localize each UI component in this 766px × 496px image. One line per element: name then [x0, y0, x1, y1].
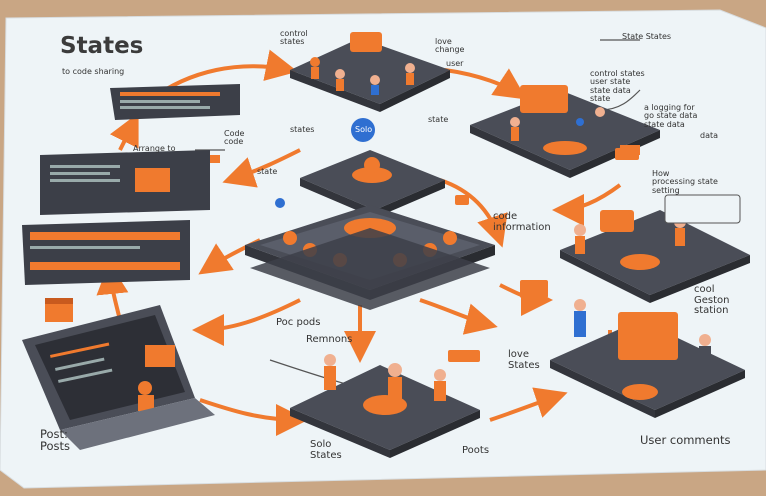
platform-center-top	[300, 150, 445, 218]
platform-right-low	[550, 299, 745, 418]
label-center-mid: Poc pods	[276, 317, 321, 328]
left-screen-top	[110, 84, 240, 120]
cube-icon	[45, 298, 73, 322]
platform-top-right	[470, 85, 660, 178]
label-bottom-right: User comments	[640, 433, 731, 447]
label-bottom-center: Solo States	[310, 439, 342, 461]
label-right-mid-small: data	[700, 131, 719, 140]
left-screen-low	[22, 220, 190, 285]
platform-top-center	[290, 32, 450, 112]
label-center-pill: Solo	[355, 125, 373, 134]
label-states-mid: states	[290, 125, 315, 134]
label-right-lower: cool Geston station	[694, 284, 730, 316]
left-screen-mid	[40, 150, 210, 215]
label-top-center-small: user	[446, 59, 464, 68]
platform-bottom-center	[290, 354, 480, 458]
label-left-mid-2: Code code	[224, 129, 245, 147]
label-state-right: state	[428, 115, 449, 124]
small-bubbles	[210, 118, 640, 362]
platform-center-base	[250, 228, 490, 310]
label-bottom-left: Post: Posts	[40, 427, 71, 454]
label-right-mid: How processing state setting	[652, 169, 718, 195]
label-bottom-center-right: Poots	[462, 445, 490, 456]
platform-right-mid	[560, 194, 750, 303]
diagram-title: States	[60, 33, 144, 59]
label-top-left: to code sharing	[62, 67, 125, 76]
label-top-center-right: love change	[435, 37, 465, 55]
label-center-low: Remnons	[306, 334, 353, 345]
label-right-panel-2: a logging for go state data state data	[644, 103, 698, 129]
label-center-right: code information	[493, 211, 551, 233]
label-center-right-low: love States	[508, 349, 540, 371]
laptop-illustration	[22, 305, 215, 450]
label-top-center-left: control states	[280, 29, 308, 47]
label-right-panel: control states user state state data sta…	[590, 69, 645, 104]
label-state-small: state	[257, 167, 278, 176]
label-left-mid: Arrange to	[133, 144, 176, 153]
label-top-right: State States	[622, 32, 672, 41]
